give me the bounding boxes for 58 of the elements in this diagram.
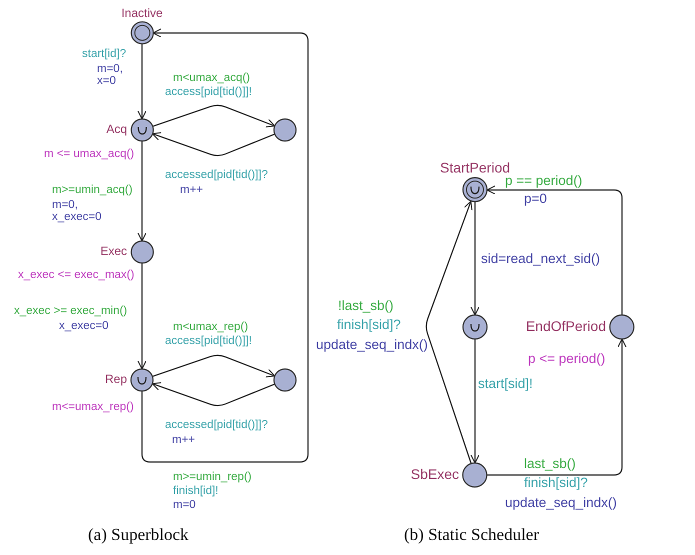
sync-label: access[pid[tid()]]! bbox=[165, 335, 252, 348]
invariant-label: p <= period() bbox=[528, 352, 606, 367]
state-name: EndOfPeriod bbox=[526, 319, 606, 335]
transition-arrow bbox=[470, 202, 480, 316]
state-name: SbExec bbox=[410, 467, 459, 483]
transition-arrow bbox=[152, 104, 276, 128]
guard-label: last_sb() bbox=[524, 457, 576, 472]
state-name: Rep bbox=[104, 373, 127, 387]
guard-label: p == period() bbox=[505, 174, 582, 189]
update-label: m++ bbox=[180, 184, 204, 197]
sync-label: accessed[pid[tid()]]? bbox=[165, 169, 268, 182]
state-circle bbox=[462, 314, 488, 340]
update-label: x=0 bbox=[97, 75, 116, 88]
sync-label: accessed[pid[tid()]]? bbox=[165, 419, 268, 432]
update-label: p=0 bbox=[524, 192, 547, 207]
sync-label: finish[id]! bbox=[173, 485, 218, 498]
guard-label: m<umax_rep() bbox=[173, 321, 248, 334]
sync-label: finish[sid]? bbox=[337, 318, 401, 333]
state-name: Acq bbox=[106, 123, 127, 137]
update-label: m=0, bbox=[97, 63, 123, 76]
transition-arrow bbox=[470, 339, 480, 464]
state-circle bbox=[273, 368, 297, 392]
transition-arrow bbox=[138, 263, 146, 370]
caption: (a) Superblock bbox=[88, 526, 189, 545]
update-label: sid=read_next_sid() bbox=[481, 252, 600, 267]
sync-label: start[sid]! bbox=[478, 377, 533, 392]
sync-label: start[id]? bbox=[82, 48, 126, 61]
transition-arrow bbox=[152, 354, 276, 378]
transition-arrow bbox=[152, 382, 276, 406]
invariant-label: m<=umax_rep() bbox=[52, 401, 134, 414]
transition-arrow bbox=[138, 44, 146, 120]
update-label: update_seq_indx() bbox=[505, 496, 617, 511]
sync-label: access[pid[tid()]]! bbox=[165, 86, 252, 99]
guard-label: m>=umin_acq() bbox=[52, 184, 133, 197]
caption: (b) Static Scheduler bbox=[404, 526, 540, 545]
state-name: Inactive bbox=[121, 6, 163, 20]
transition-arrow bbox=[487, 338, 626, 476]
transition-arrow bbox=[152, 132, 276, 156]
transition-arrow bbox=[138, 141, 146, 242]
state-name: Exec bbox=[100, 245, 127, 259]
update-label: m=0, bbox=[52, 199, 78, 212]
update-label: m=0 bbox=[173, 499, 196, 512]
update-label: update_seq_indx() bbox=[316, 338, 428, 353]
transition-arrow bbox=[141, 28, 309, 463]
transition-arrow bbox=[486, 186, 623, 315]
invariant-label: x_exec <= exec_max() bbox=[18, 269, 134, 282]
invariant-label: m <= umax_acq() bbox=[44, 148, 134, 161]
guard-label: m>=umin_rep() bbox=[173, 471, 252, 484]
update-label: m++ bbox=[172, 434, 196, 447]
state-circle bbox=[273, 118, 297, 142]
sync-label: finish[sid]? bbox=[524, 476, 588, 491]
guard-label: !last_sb() bbox=[338, 299, 394, 314]
guard-label: x_exec >= exec_min() bbox=[14, 305, 128, 318]
update-label: x_exec=0 bbox=[52, 211, 102, 224]
state-name: StartPeriod bbox=[440, 160, 510, 176]
transition-arrow bbox=[426, 200, 472, 464]
guard-label: m<umax_acq() bbox=[173, 72, 250, 85]
update-label: x_exec=0 bbox=[59, 320, 109, 333]
